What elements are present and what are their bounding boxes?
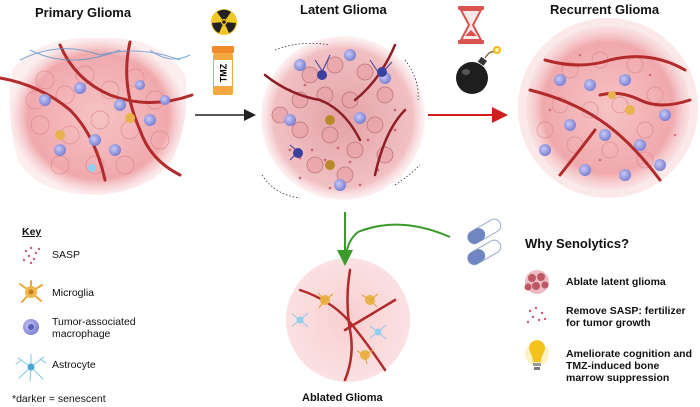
why-item-remove-sasp: Remove SASP: fertilizer for tumor growth	[566, 305, 686, 329]
why-item-ablate: Ablate latent glioma	[566, 276, 666, 288]
bomb-icon	[456, 46, 501, 94]
tmz-label: TMZ	[213, 62, 233, 84]
key-heading: Key	[22, 226, 42, 238]
sasp-key-icon	[22, 246, 41, 265]
key-label-astrocyte: Astrocyte	[52, 359, 96, 371]
ablated-glioma-illustration	[286, 258, 410, 382]
key-footnote: *darker = senescent	[12, 393, 106, 405]
latent-glioma-cluster-icon	[524, 270, 549, 294]
capsule-icon	[467, 218, 502, 266]
microglia-key-icon	[19, 280, 43, 303]
macrophage-key-icon	[23, 319, 39, 335]
latent-glioma-title: Latent Glioma	[300, 2, 387, 17]
lightbulb-icon	[525, 340, 549, 370]
radiation-icon	[211, 9, 237, 35]
arrow-senolytic-curve	[345, 223, 451, 256]
tmz-label-text: TMZ	[218, 63, 228, 83]
why-senolytics-heading: Why Senolytics?	[525, 236, 630, 251]
sasp-why-icon	[526, 306, 547, 324]
key-label-microglia: Microglia	[52, 287, 95, 299]
why-item-ameliorate: Ameliorate cognition and TMZ-induced bon…	[566, 348, 693, 384]
primary-glioma-title: Primary Glioma	[35, 5, 132, 20]
astrocyte-key-icon	[15, 353, 47, 382]
recurrent-glioma-illustration	[518, 18, 698, 198]
key-label-macrophage: Tumor-associated macrophage	[52, 316, 136, 340]
latent-glioma-illustration	[261, 36, 425, 200]
ablated-glioma-title: Ablated Glioma	[302, 392, 383, 404]
key-label-sasp: SASP	[52, 249, 81, 261]
pill-bottle-icon	[212, 46, 234, 95]
recurrent-glioma-title: Recurrent Glioma	[550, 2, 660, 17]
primary-glioma-illustration	[0, 37, 194, 196]
hourglass-icon	[458, 6, 484, 44]
